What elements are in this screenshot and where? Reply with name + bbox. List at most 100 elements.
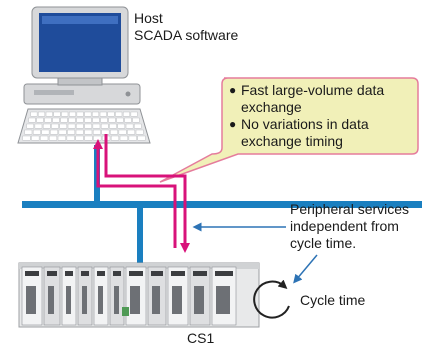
data-exchange-arrow-to-host xyxy=(93,139,177,248)
plc-module-connector xyxy=(194,286,204,314)
plc-module-indicator xyxy=(129,271,143,276)
keyboard-key xyxy=(53,111,61,117)
plc-module-connector xyxy=(130,286,140,314)
keyboard-key xyxy=(52,117,60,123)
plc-module-connector xyxy=(172,286,182,314)
keyboard-key xyxy=(92,117,100,123)
keyboard-key xyxy=(76,117,84,123)
keyboard-key xyxy=(92,123,101,129)
cycle-time-label: Cycle time xyxy=(300,292,366,308)
keyboard-key xyxy=(59,123,68,129)
keyboard-key xyxy=(101,129,110,135)
keyboard-key xyxy=(50,129,58,135)
keyboard-key xyxy=(137,135,146,141)
desktop-computer-icon xyxy=(23,6,141,105)
keyboard-key xyxy=(76,123,84,129)
keyboard-key xyxy=(41,129,50,135)
plc-module-indicator xyxy=(97,271,105,276)
keyboard-key xyxy=(60,117,68,123)
callout-bullet-line: Fast large-volume data xyxy=(241,82,385,98)
keyboard-key xyxy=(68,111,76,117)
plc-module-indicator xyxy=(171,271,185,276)
keyboard-key xyxy=(28,117,36,123)
keyboard-key xyxy=(45,111,53,117)
keyboard-key xyxy=(76,111,84,117)
callout-bullet-line: No variations in data xyxy=(241,116,369,132)
keyboard-key xyxy=(26,123,34,129)
keyboard-key xyxy=(32,129,41,135)
keyboard-key xyxy=(92,129,101,135)
keyboard-key xyxy=(48,135,58,141)
keyboard-key xyxy=(110,135,120,141)
peripheral-label-line: independent from xyxy=(290,218,399,234)
circular-arrow-icon xyxy=(253,279,290,319)
keyboard-key xyxy=(93,135,102,141)
network-bus xyxy=(22,201,422,208)
callout-bullet-line: exchange timing xyxy=(241,133,343,149)
keyboard-key xyxy=(107,111,115,117)
keyboard-key xyxy=(110,129,118,135)
keyboard-key xyxy=(38,111,46,117)
keyboard-key xyxy=(100,123,109,129)
plc-module-connector xyxy=(152,286,160,314)
keyboard-key xyxy=(58,129,67,135)
keyboard-key xyxy=(117,123,126,129)
keyboard-key xyxy=(100,117,108,123)
keyboard-key xyxy=(84,123,92,129)
keyboard-key xyxy=(24,129,33,135)
keyboard-key xyxy=(67,129,76,135)
keyboard-key xyxy=(30,111,38,117)
host-label-line: SCADA software xyxy=(134,27,239,43)
keyboard-key xyxy=(132,117,140,123)
keyboard-key xyxy=(75,129,84,135)
keyboard-key xyxy=(31,135,40,141)
plc-module-indicator xyxy=(193,271,207,276)
host-label: Host SCADA software xyxy=(134,10,238,44)
data-exchange-arrow-to-plc xyxy=(104,134,190,253)
plc-module-connector xyxy=(98,286,103,314)
keyboard-key xyxy=(134,123,142,129)
plc-module-indicator xyxy=(25,271,39,276)
keyboard-key xyxy=(115,111,123,117)
keyboard-key xyxy=(57,135,66,141)
plc-rack-icon xyxy=(18,262,260,328)
keyboard-key xyxy=(124,117,132,123)
host-label-line: Host xyxy=(134,10,163,26)
plc-model-label: CS1 xyxy=(187,330,215,346)
keyboard-key xyxy=(109,123,117,129)
callout-bullet-list: Fast large-volume data exchange No varia… xyxy=(229,82,384,150)
peripheral-label-line: Peripheral services xyxy=(290,201,410,217)
plc-module-connector xyxy=(114,286,119,314)
keyboard-key xyxy=(22,135,31,141)
plc-module-indicator xyxy=(47,271,57,276)
callout-bullet-item: No variations in data exchange timing xyxy=(229,116,384,150)
peripheral-services-label: Peripheral services independent from cyc… xyxy=(290,201,409,252)
keyboard-key xyxy=(34,123,43,129)
keyboard-key xyxy=(84,117,92,123)
cycle-pointer-arrow xyxy=(293,254,318,284)
keyboard-key xyxy=(116,117,124,123)
keyboard-key xyxy=(40,135,49,141)
peripheral-label-line: cycle time. xyxy=(290,235,357,251)
plc-module-connector xyxy=(48,286,54,314)
keyboard-icon xyxy=(17,108,151,144)
plc-module-connector xyxy=(216,286,230,314)
keyboard-key xyxy=(125,123,134,129)
keyboard-key xyxy=(84,111,92,117)
keyboard-key xyxy=(36,117,44,123)
plc-module-connector xyxy=(26,286,36,314)
plc-module-connector xyxy=(82,286,87,314)
keyboard-key xyxy=(44,117,52,123)
keyboard-key xyxy=(92,111,100,117)
keyboard-key xyxy=(127,129,136,135)
keyboard-key xyxy=(51,123,59,129)
keyboard-key xyxy=(84,135,93,141)
plc-terminal-block xyxy=(122,307,129,316)
callout-bullet-item: Fast large-volume data exchange xyxy=(229,82,384,116)
plc-module-connector xyxy=(66,286,71,314)
keyboard-key xyxy=(99,111,107,117)
keyboard-key xyxy=(108,117,116,123)
plc-module-indicator xyxy=(65,271,73,276)
keyboard-key xyxy=(66,135,75,141)
